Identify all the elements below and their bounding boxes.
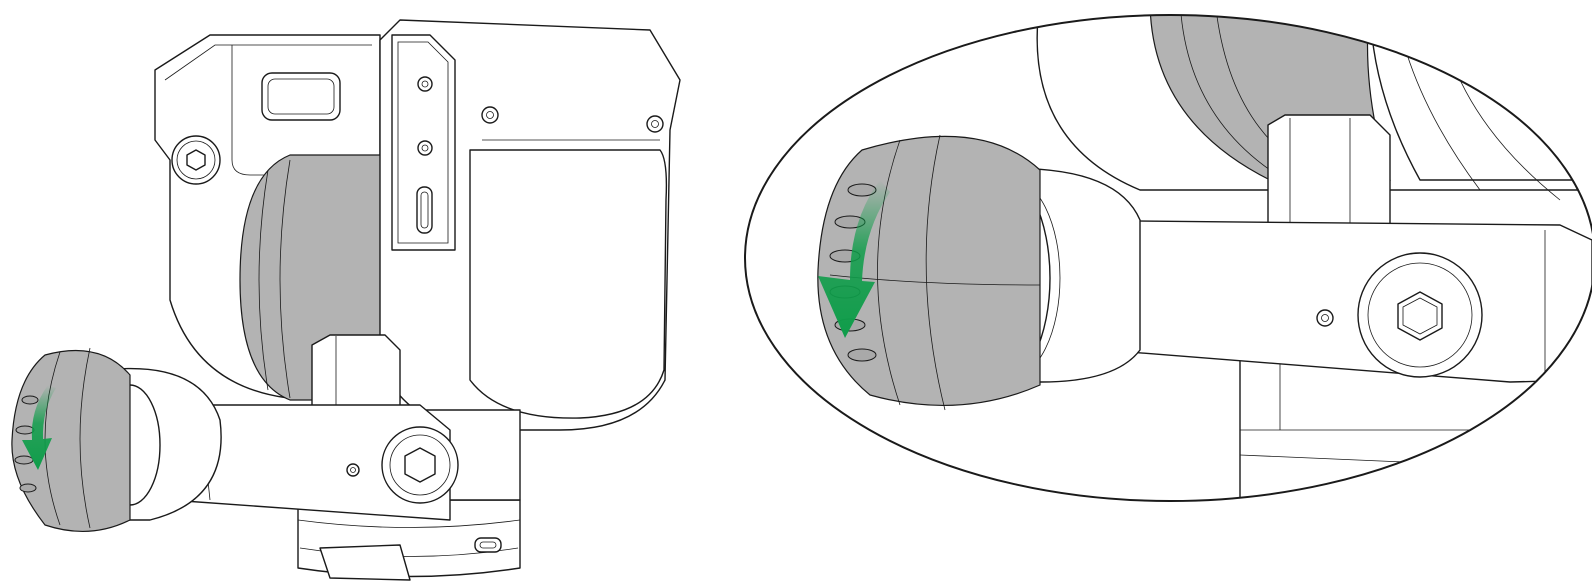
rotate-down-arrow-icon [818, 180, 890, 338]
front-cover [379, 19, 681, 431]
detail-mount-block [1239, 114, 1592, 501]
lock-arm [153, 404, 459, 521]
lock-knob [11, 347, 131, 532]
detail-arm [1021, 219, 1592, 383]
rotate-down-arrow-icon [22, 385, 56, 470]
detail-view [744, 14, 1592, 502]
magnify-ellipse [744, 14, 1592, 502]
gimbal-overview [11, 19, 681, 581]
base-column [297, 499, 521, 581]
